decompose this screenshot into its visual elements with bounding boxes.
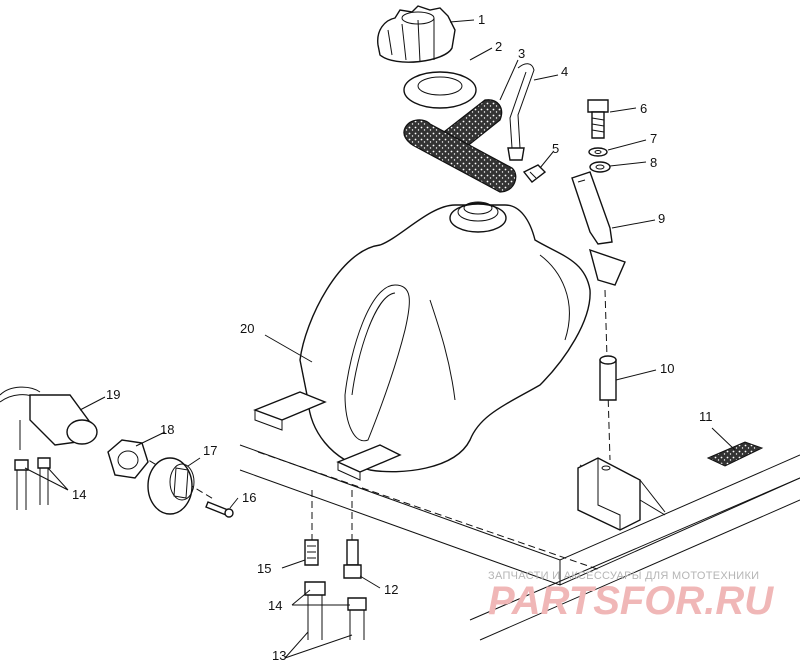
callout-13: 13 bbox=[272, 648, 286, 662]
assembly-centerlines bbox=[139, 289, 611, 571]
foam-filter-part-3 bbox=[403, 99, 517, 193]
decal-part-11 bbox=[706, 441, 764, 467]
vent-hose-part-4 bbox=[507, 63, 535, 161]
callout-14-left: 14 bbox=[72, 487, 86, 502]
callout-17: 17 bbox=[203, 443, 217, 458]
callout-16: 16 bbox=[242, 490, 256, 505]
callout-5: 5 bbox=[552, 141, 559, 156]
gasket-part-2 bbox=[403, 71, 477, 109]
leader-lines bbox=[24, 19, 736, 659]
cover-part-17 bbox=[147, 457, 195, 515]
nut-part-18 bbox=[107, 439, 149, 479]
callout-9: 9 bbox=[658, 211, 665, 226]
washer-part-7 bbox=[588, 147, 608, 157]
fuel-pump-part-19 bbox=[0, 386, 98, 450]
callout-7: 7 bbox=[650, 131, 657, 146]
callout-19: 19 bbox=[106, 387, 120, 402]
bolt-part-6 bbox=[587, 99, 609, 139]
callout-1: 1 bbox=[478, 12, 485, 27]
washer-part-8 bbox=[589, 161, 611, 173]
callout-4: 4 bbox=[561, 64, 568, 79]
callout-14-center: 14 bbox=[268, 598, 282, 613]
spacer-part-10 bbox=[599, 355, 617, 401]
frame-mount bbox=[577, 457, 641, 531]
callout-18: 18 bbox=[160, 422, 174, 437]
callout-10: 10 bbox=[660, 361, 674, 376]
fuel-tank-part-20 bbox=[299, 201, 591, 473]
callout-11: 11 bbox=[699, 409, 713, 424]
stud-part-12 bbox=[343, 539, 362, 579]
callout-15: 15 bbox=[257, 561, 271, 576]
fitting-part-5 bbox=[522, 164, 547, 183]
callout-20: 20 bbox=[240, 321, 254, 336]
post-part-13 bbox=[304, 581, 367, 640]
callout-12: 12 bbox=[384, 582, 398, 597]
fuel-cap-part-1 bbox=[377, 5, 456, 63]
stud-part-15 bbox=[304, 539, 319, 566]
screw-part-16 bbox=[205, 501, 234, 518]
watermark-tagline: ЗАПЧАСТИ И АКСЕССУАРЫ ДЛЯ МОТОТЕХНИКИ bbox=[488, 570, 759, 582]
watermark-logo: PARTSFOR.RU bbox=[488, 579, 774, 623]
post-nut-left-14 bbox=[14, 457, 51, 510]
bracket-part-9 bbox=[571, 171, 626, 286]
callout-6: 6 bbox=[640, 101, 647, 116]
callout-2: 2 bbox=[495, 39, 502, 54]
callout-3: 3 bbox=[518, 46, 525, 61]
tank-pads bbox=[253, 391, 402, 481]
callout-8: 8 bbox=[650, 155, 657, 170]
callout-labels: 1 2 3 4 5 6 7 8 9 10 11 12 13 14 14 15 1… bbox=[72, 12, 713, 662]
watermark: ЗАПЧАСТИ И АКСЕССУАРЫ ДЛЯ МОТОТЕХНИКИ PA… bbox=[488, 570, 774, 623]
